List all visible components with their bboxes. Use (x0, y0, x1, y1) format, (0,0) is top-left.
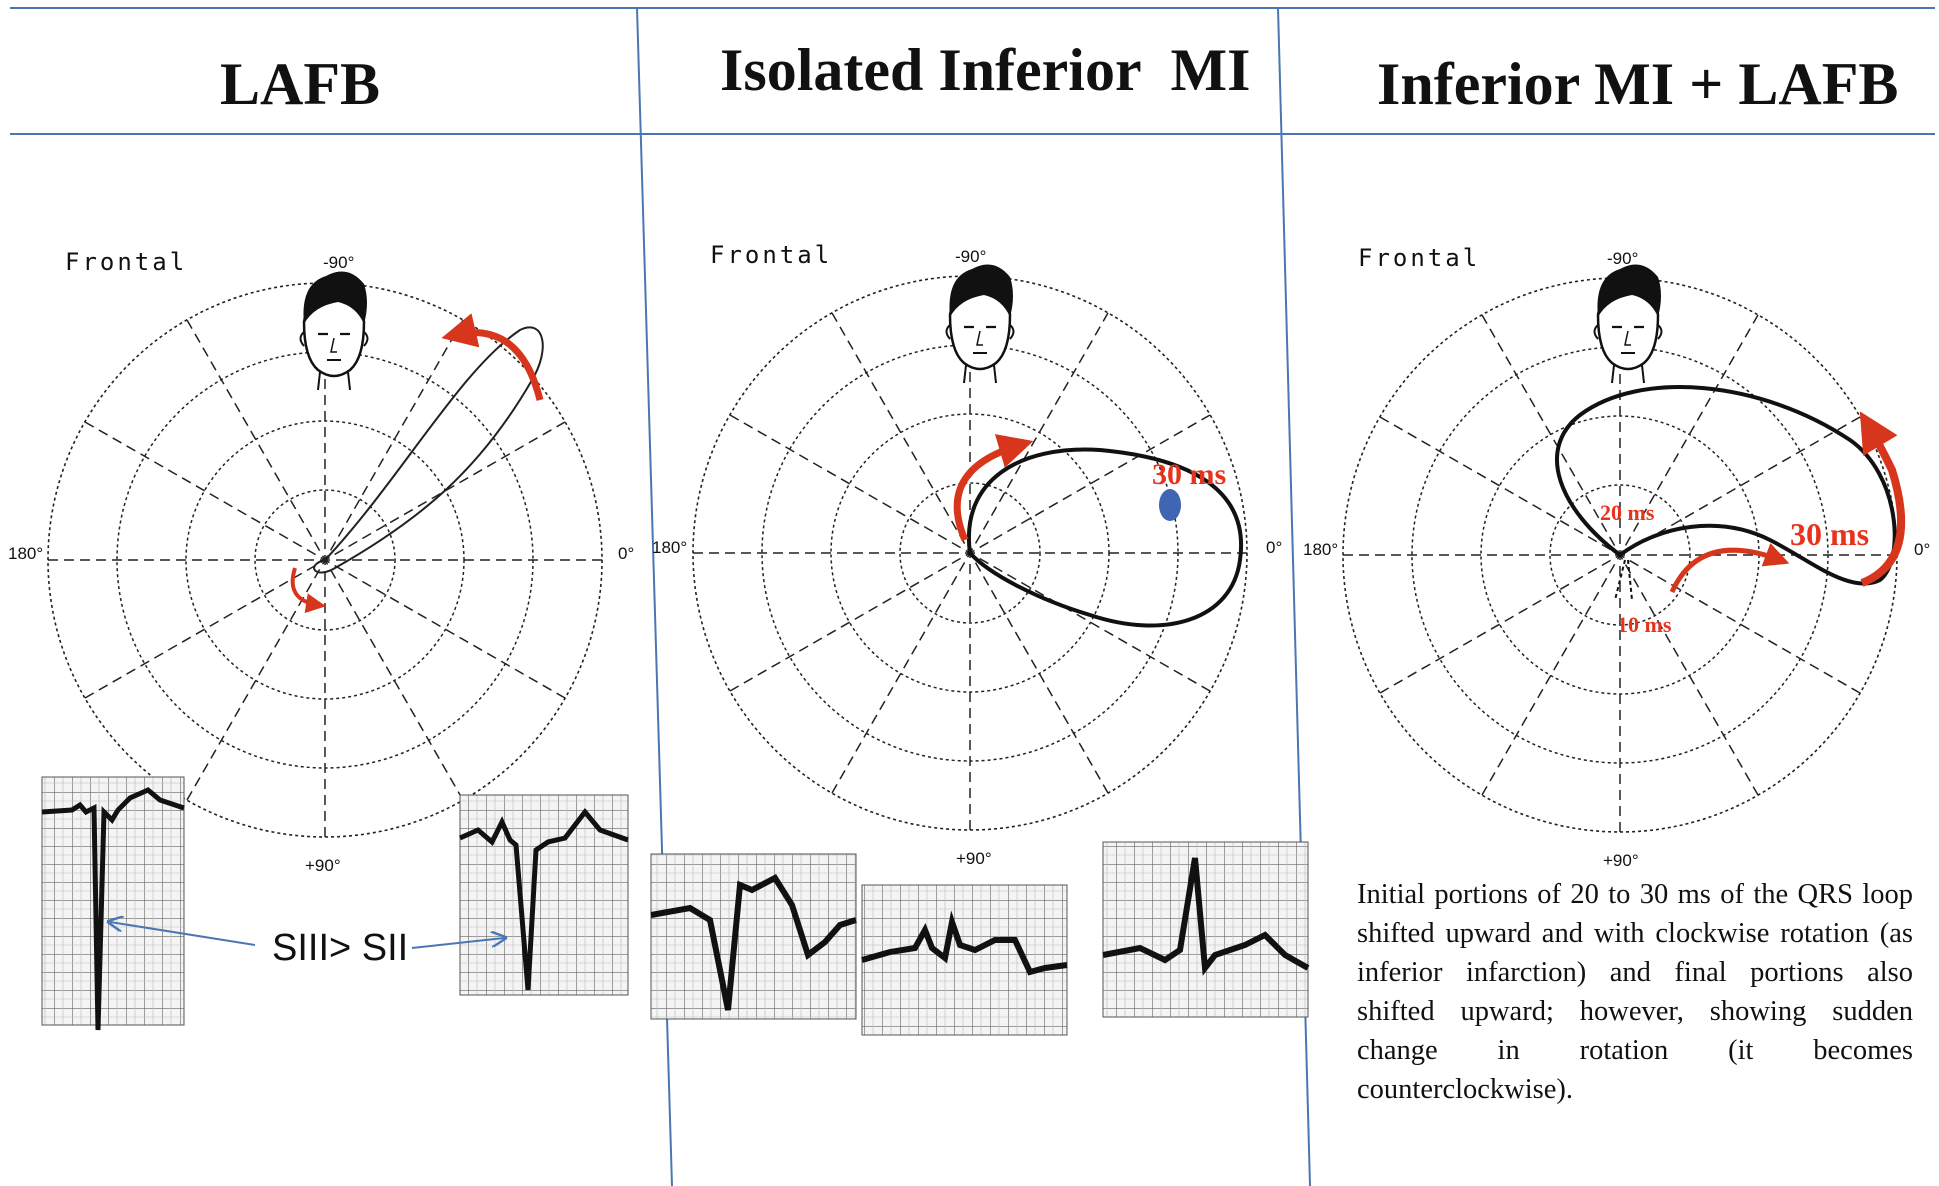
degree-plus-90: +90° (1603, 851, 1639, 870)
frontal-label: Frontal (65, 248, 187, 276)
rotation-arrow-icon (1859, 411, 1906, 587)
degree-0: 0° (1914, 540, 1930, 559)
callout-pointer (411, 938, 504, 949)
initial-vector (1614, 559, 1633, 601)
rotation-arrow-icon (953, 434, 1034, 542)
frontal-label: Frontal (1358, 244, 1480, 272)
ecg-strip-1 (650, 853, 857, 1020)
title-lafb: LAFB (220, 51, 381, 117)
head-icon (299, 270, 369, 392)
panel-isolated-inferior-mi: Frontal -90° 180° 0° +90° 30 ms (650, 241, 1310, 1036)
frontal-label: Frontal (710, 241, 832, 269)
degree-0: 0° (618, 544, 634, 563)
degree-180: 180° (8, 544, 43, 563)
callout-pointer (110, 922, 256, 946)
ms-20-label: 20 ms (1600, 500, 1655, 525)
panel-lafb: Frontal -90° 180° 0° +90° SIII> SII (8, 248, 634, 1031)
ecg-strip-lead-ii (458, 794, 629, 996)
head-icon (1593, 263, 1663, 385)
30ms-marker (1159, 489, 1181, 521)
rotation-arrow-icon (290, 567, 326, 614)
description-text: Initial portions of 20 to 30 ms of the Q… (1357, 879, 1913, 1105)
degree-180: 180° (1303, 540, 1338, 559)
ecg-strip-2 (861, 884, 1068, 1036)
ecg-strip-lead-iii (41, 776, 185, 1031)
degree-minus-90: -90° (1607, 249, 1638, 268)
title-isolated-inferior-mi: Isolated Inferior MI (720, 37, 1251, 103)
ms-30-label: 30 ms (1790, 516, 1869, 552)
ms-10-label: 10 ms (1617, 612, 1672, 637)
qrs-loop (1555, 385, 1897, 586)
head-icon (945, 263, 1015, 385)
degree-minus-90: -90° (955, 247, 986, 266)
title-inferior-mi-lafb: Inferior MI + LAFB (1377, 51, 1899, 117)
degree-minus-90: -90° (323, 253, 354, 272)
degree-plus-90: +90° (305, 856, 341, 875)
panel-inferior-mi-lafb: Frontal -90° 180° 0° +90° 20 ms 30 ms 10… (1303, 244, 1930, 870)
ms-30-label: 30 ms (1152, 458, 1226, 491)
degree-0: 0° (1266, 538, 1282, 557)
rotation-arrow-icon (441, 313, 544, 401)
rotation-arrow-icon (1669, 543, 1790, 594)
degree-plus-90: +90° (956, 849, 992, 868)
siii-sii-callout: SIII> SII (272, 927, 408, 969)
degree-180: 180° (652, 538, 687, 557)
ecg-strip-3 (1102, 841, 1310, 1018)
